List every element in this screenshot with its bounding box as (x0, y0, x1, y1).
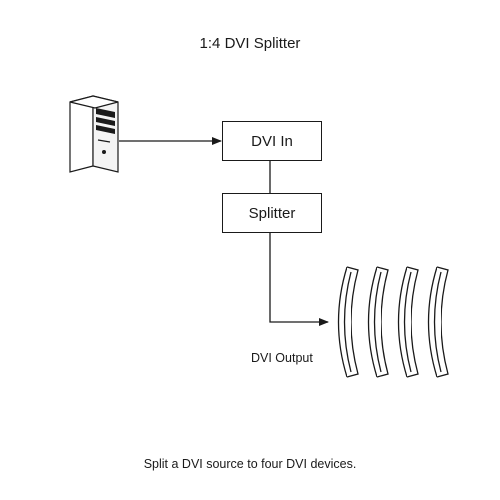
dvi-in-node: DVI In (222, 121, 322, 161)
display-panel-icon (337, 266, 359, 378)
diagram-title: 1:4 DVI Splitter (199, 35, 301, 52)
splitter-to-output-arrow (269, 233, 329, 326)
dvi-output-label: DVI Output (251, 351, 313, 365)
splitter-node: Splitter (222, 193, 322, 233)
computer-tower-icon (69, 95, 119, 173)
diagram-caption: Split a DVI source to four DVI devices. (143, 457, 357, 471)
display-panel-icon (397, 266, 419, 378)
display-panel-icon (427, 266, 449, 378)
display-panel-icon (367, 266, 389, 378)
splitter-label: Splitter (248, 204, 296, 222)
dvi-in-label: DVI In (251, 132, 293, 150)
display-panels (337, 266, 449, 378)
